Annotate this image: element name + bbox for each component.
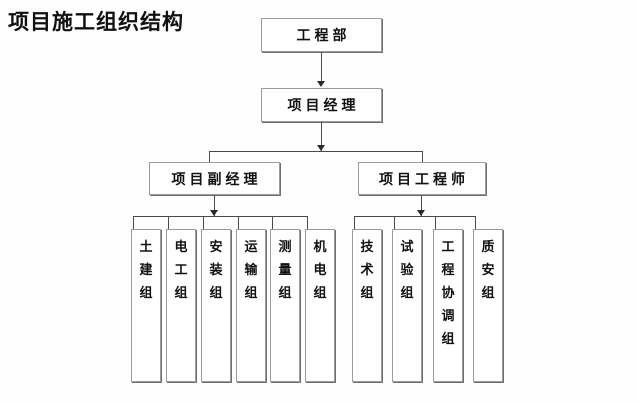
label-char: 组 xyxy=(481,286,495,301)
label-char: 安 xyxy=(481,263,495,278)
node-label-team-right-2: 试验组 xyxy=(393,236,421,305)
node-team-left-2[interactable]: 电工组 xyxy=(166,229,196,382)
label-char: 组 xyxy=(313,286,327,301)
label-char: 建 xyxy=(139,263,153,278)
node-label-team-left-1: 土建组 xyxy=(132,236,160,305)
connector-left-drop-3 xyxy=(203,216,204,229)
node-team-right-2[interactable]: 试验组 xyxy=(392,229,422,382)
arrowhead-dept-to-manager xyxy=(317,81,325,87)
node-deputy-project-manager[interactable]: 项目副经理 xyxy=(149,162,280,195)
label-char: 装 xyxy=(209,263,223,278)
node-label-team-left-2: 电工组 xyxy=(167,236,195,305)
label-char: 技 xyxy=(360,240,374,255)
connector-right-drop-2 xyxy=(394,216,395,229)
label-char: 量 xyxy=(278,263,292,278)
node-team-right-3[interactable]: 工程协调组 xyxy=(433,229,463,382)
connector-right-rail xyxy=(354,216,475,217)
node-project-engineer[interactable]: 项目工程师 xyxy=(358,162,486,195)
label-char: 组 xyxy=(278,286,292,301)
label-char: 术 xyxy=(360,263,374,278)
label-char: 组 xyxy=(209,286,223,301)
label-char: 安 xyxy=(209,240,223,255)
page-title: 项目施工组织结构 xyxy=(8,9,184,34)
node-label-team-left-4: 运输组 xyxy=(237,236,265,305)
arrowhead-manager-stem xyxy=(317,145,325,151)
connector-engineer-stem xyxy=(421,195,422,216)
node-label-team-right-1: 技术组 xyxy=(353,236,381,305)
node-team-left-6[interactable]: 机电组 xyxy=(305,229,335,382)
label-char: 组 xyxy=(244,286,258,301)
node-team-left-4[interactable]: 运输组 xyxy=(236,229,266,382)
label-char: 工 xyxy=(441,240,455,255)
node-label-team-right-4: 质安组 xyxy=(474,236,502,305)
label-char: 组 xyxy=(139,286,153,301)
arrowhead-deputy-stem xyxy=(210,210,218,216)
connector-left-drop-2 xyxy=(168,216,169,229)
connector-right-drop-3 xyxy=(435,216,436,229)
label-char: 试 xyxy=(400,240,414,255)
node-label-engineering-department: 工程部 xyxy=(296,28,351,44)
label-char: 输 xyxy=(244,263,258,278)
label-char: 组 xyxy=(360,286,374,301)
connector-left-rail xyxy=(133,216,307,217)
label-char: 质 xyxy=(481,240,495,255)
label-char: 工 xyxy=(174,263,188,278)
connector-left-drop-1 xyxy=(133,216,134,229)
label-char: 机 xyxy=(313,240,327,255)
node-engineering-department[interactable]: 工程部 xyxy=(261,18,382,52)
node-label-team-right-3: 工程协调组 xyxy=(434,236,462,351)
label-char: 组 xyxy=(174,286,188,301)
connector-dept-to-manager xyxy=(321,52,322,82)
node-team-left-1[interactable]: 土建组 xyxy=(131,229,161,382)
connector-drop-project-engineer xyxy=(422,151,423,162)
label-char: 电 xyxy=(174,240,188,255)
node-project-manager[interactable]: 项目经理 xyxy=(261,88,382,122)
node-team-right-1[interactable]: 技术组 xyxy=(352,229,382,382)
connector-left-drop-4 xyxy=(238,216,239,229)
label-char: 组 xyxy=(441,332,455,347)
label-char: 组 xyxy=(400,286,414,301)
node-label-team-left-5: 测量组 xyxy=(271,236,299,305)
label-char: 程 xyxy=(441,263,455,278)
connector-level3-rail xyxy=(209,151,423,152)
connector-right-drop-1 xyxy=(354,216,355,229)
arrowhead-engineer-stem xyxy=(417,210,425,216)
connector-manager-stem xyxy=(321,122,322,151)
label-char: 运 xyxy=(244,240,258,255)
node-label-project-engineer: 项目工程师 xyxy=(379,171,469,188)
connector-drop-deputy-manager xyxy=(209,151,210,162)
node-team-left-3[interactable]: 安装组 xyxy=(201,229,231,382)
connector-left-drop-5 xyxy=(272,216,273,229)
connector-left-drop-6 xyxy=(307,216,308,229)
label-char: 土 xyxy=(139,240,153,255)
label-char: 协 xyxy=(441,286,455,301)
node-team-left-5[interactable]: 测量组 xyxy=(270,229,300,382)
connector-right-drop-4 xyxy=(475,216,476,229)
node-label-deputy-project-manager: 项目副经理 xyxy=(171,171,262,188)
label-char: 测 xyxy=(278,240,292,255)
node-label-team-left-6: 机电组 xyxy=(306,236,334,305)
node-label-team-left-3: 安装组 xyxy=(202,236,230,305)
label-char: 调 xyxy=(441,309,455,324)
node-team-right-4[interactable]: 质安组 xyxy=(473,229,503,382)
label-char: 验 xyxy=(400,263,414,278)
node-label-project-manager: 项目经理 xyxy=(287,98,360,114)
label-char: 电 xyxy=(313,263,327,278)
connector-deputy-stem xyxy=(214,195,215,216)
